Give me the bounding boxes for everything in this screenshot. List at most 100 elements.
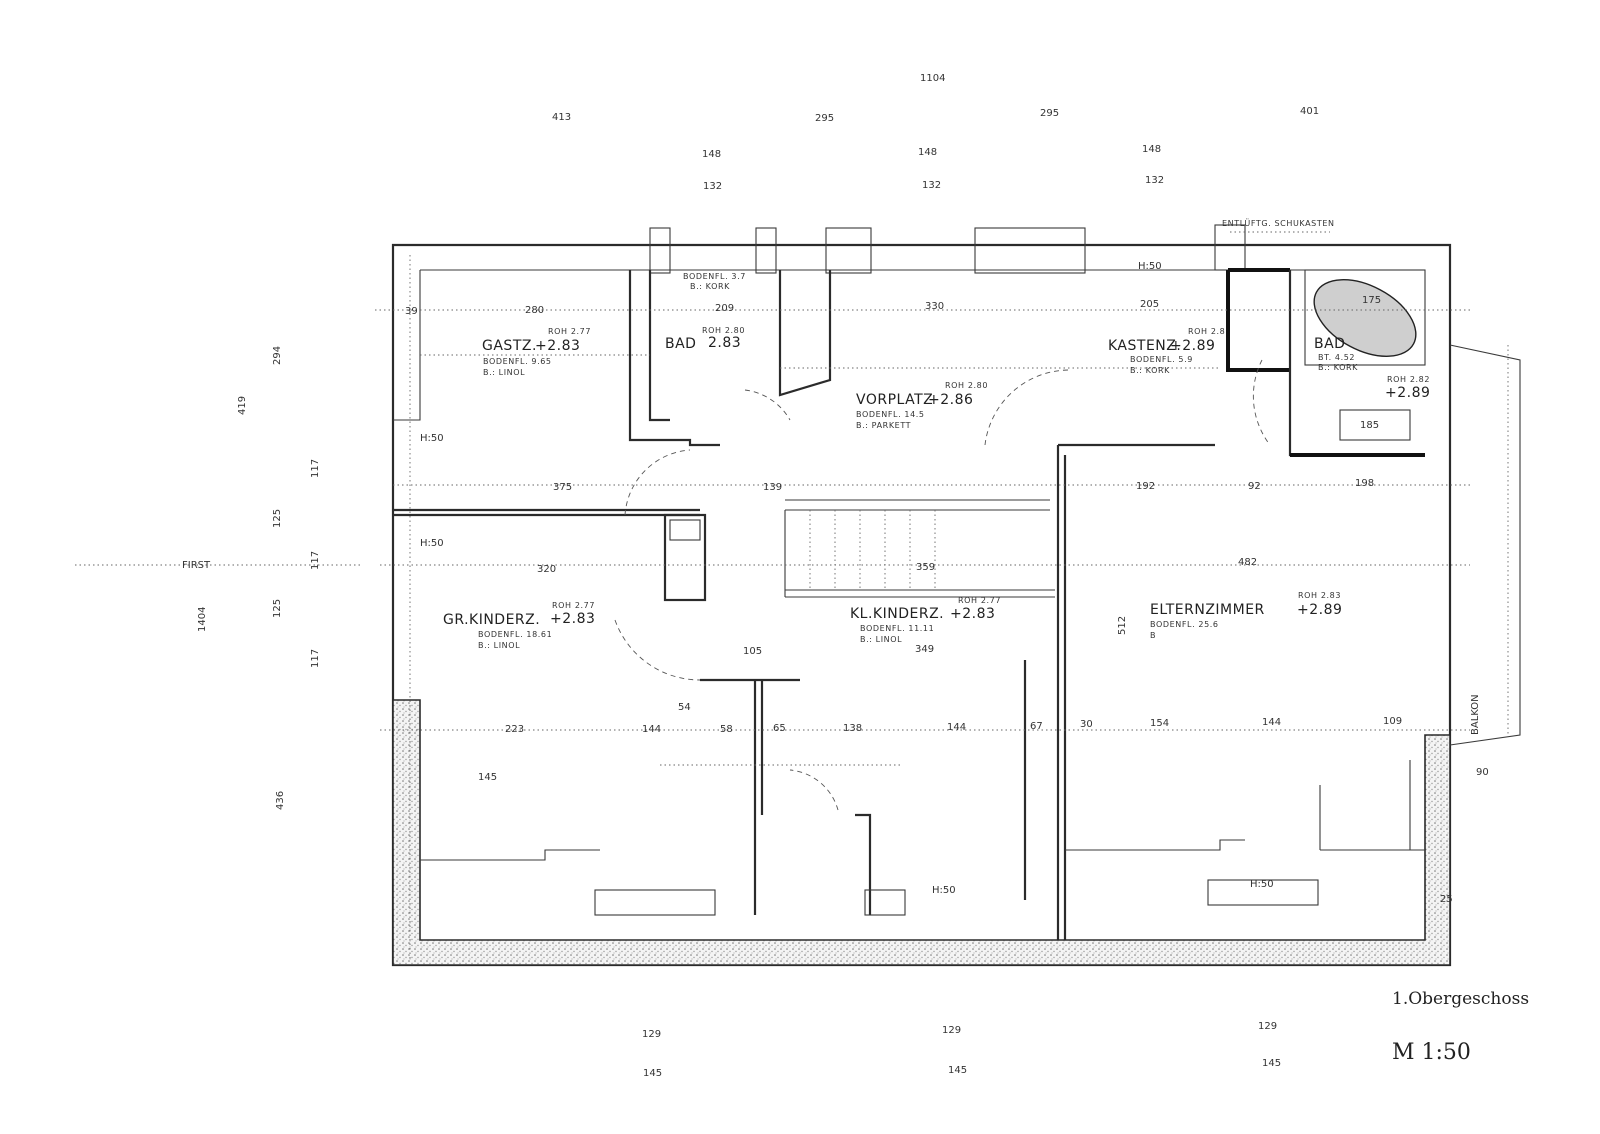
room-height: +2.89	[1297, 602, 1342, 618]
bottom-dim-129: 129	[642, 1029, 661, 1040]
room-roh: ROH 2.8	[1188, 327, 1225, 336]
left-total-label: 1404	[197, 607, 208, 632]
room-height: +2.83	[550, 611, 595, 627]
dim-label: 145	[478, 772, 497, 783]
room-gastz: GASTZ. +2.83 ROH 2.77 BODENFL. 9.65 B.: …	[482, 327, 591, 377]
left-dim-2: 294	[272, 346, 283, 365]
room-roh: ROH 2.80	[702, 326, 745, 335]
room-elternzimmer: ELTERNZIMMER +2.89 ROH 2.83 BODENFL. 25.…	[1150, 591, 1342, 640]
dim-label: H:50	[932, 885, 956, 896]
top-sub-dim-1: 148	[702, 149, 721, 160]
dim-label: 25	[1440, 894, 1453, 905]
room-roh: ROH 2.77	[552, 601, 595, 610]
interior-dimensions: 39 280 209 330 205 175 185 375 139 192 9…	[405, 261, 1489, 905]
left-dim-5: 117	[310, 551, 321, 570]
left-dim-3: 117	[310, 459, 321, 478]
bottom-dim-129: 129	[942, 1025, 961, 1036]
top-sub-dim-4: 132	[703, 181, 722, 192]
dim-label: 482	[1238, 557, 1257, 568]
room-roh: ROH 2.77	[548, 327, 591, 336]
room-floor-area: BODENFL. 14.5	[856, 410, 925, 419]
bottom-dim-145: 145	[948, 1065, 967, 1076]
dim-label: 223	[505, 724, 524, 735]
bottom-dim-145: 145	[643, 1068, 662, 1079]
dim-label: 92	[1248, 481, 1261, 492]
top-dim-1: 413	[552, 112, 571, 123]
room-name: KL.KINDERZ.	[850, 606, 944, 622]
dim-label: H:50	[1250, 879, 1274, 890]
dim-label: 330	[925, 301, 944, 312]
room-bad-2: BAD +2.89 ROH 2.82 BT. 4.52 B.: KORK	[1314, 336, 1430, 401]
bottom-dim-145: 145	[1262, 1058, 1281, 1069]
dim-label: 349	[915, 644, 934, 655]
room-flooring: B	[1150, 631, 1156, 640]
dim-label: 138	[843, 723, 862, 734]
dim-label: 105	[743, 646, 762, 657]
top-dim-4: 401	[1300, 106, 1319, 117]
dim-label: 205	[1140, 299, 1159, 310]
top-dimensions: 1104 413 295 295 401 148 148 148 132 132…	[552, 73, 1335, 228]
dim-label: 139	[763, 482, 782, 493]
room-name: GR.KINDERZ.	[443, 612, 540, 628]
room-floor-area: BT. 4.52	[1318, 353, 1355, 362]
room-roh: ROH 2.80	[945, 381, 988, 390]
dim-label: 280	[525, 305, 544, 316]
room-roh: ROH 2.82	[1387, 375, 1430, 384]
left-dim-4: 125	[272, 509, 283, 528]
room-floor-area: BODENFL. 25.6	[1150, 620, 1219, 629]
plan-footer: 1.Obergeschoss M 1:50	[1392, 989, 1529, 1065]
room-floor-area: BODENFL. 3.7	[683, 272, 746, 281]
room-roh: ROH 2.77	[958, 596, 1001, 605]
dim-label: 54	[678, 702, 691, 713]
left-dim-8: 436	[275, 791, 286, 810]
left-dimensions: 1404 419 294 117 125 117 125 117 436 FIR…	[182, 346, 321, 810]
dim-label: 198	[1355, 478, 1374, 489]
left-dim-6: 125	[272, 599, 283, 618]
dim-label: 90	[1476, 767, 1489, 778]
room-flooring: B.: KORK	[1130, 366, 1170, 375]
dim-label: 320	[537, 564, 556, 575]
first-label: FIRST	[182, 560, 211, 571]
room-floor-area: BODENFL. 11.11	[860, 624, 934, 633]
dim-label: H:50	[1138, 261, 1162, 272]
dim-label: 30	[1080, 719, 1093, 730]
dim-label: 154	[1150, 718, 1169, 729]
dim-label: 144	[1262, 717, 1281, 728]
room-height: +2.83	[950, 606, 995, 622]
interior-walls	[75, 231, 1521, 960]
outer-walls	[391, 224, 1452, 967]
dim-label: 144	[947, 722, 966, 733]
dim-label: 192	[1136, 481, 1155, 492]
left-dim-7: 117	[310, 649, 321, 668]
room-height: 2.83	[708, 335, 741, 351]
room-floor-area: BODENFL. 9.65	[483, 357, 552, 366]
room-name: BAD	[665, 336, 696, 352]
ventilation-label: ENTLÜFTG. SCHUKASTEN	[1222, 218, 1335, 228]
room-flooring: B.: LINOL	[860, 635, 902, 644]
dim-label: H:50	[420, 433, 444, 444]
room-height: +2.83	[535, 338, 580, 354]
dim-label: 512	[1117, 616, 1128, 635]
room-bad-1: BAD 2.83 ROH 2.80 BODENFL. 3.7 B.: KORK	[665, 272, 746, 352]
top-sub-dim-6: 132	[1145, 175, 1164, 186]
room-floor-area: BODENFL. 5.9	[1130, 355, 1193, 364]
balkon-label: BALKON	[1470, 694, 1481, 735]
room-name: KASTENZ.	[1108, 338, 1181, 354]
scale-label: M 1:50	[1392, 1040, 1471, 1065]
room-kl-kinderz: KL.KINDERZ. +2.83 ROH 2.77 BODENFL. 11.1…	[850, 596, 1001, 644]
room-flooring: B.: KORK	[1318, 363, 1358, 372]
room-height: +2.89	[1170, 338, 1215, 354]
dim-label: 209	[715, 303, 734, 314]
top-sub-dim-3: 148	[1142, 144, 1161, 155]
dim-label: 359	[916, 562, 935, 573]
room-floor-area: BODENFL. 18.61	[478, 630, 552, 639]
room-name: ELTERNZIMMER	[1150, 602, 1265, 618]
room-roh: ROH 2.83	[1298, 591, 1341, 600]
room-flooring: B.: KORK	[690, 282, 730, 291]
bottom-dim-129: 129	[1258, 1021, 1277, 1032]
bottom-dimensions: 129 129 129 145 145 145	[642, 1021, 1281, 1079]
room-flooring: B.: LINOL	[483, 368, 525, 377]
top-sub-dim-2: 148	[918, 147, 937, 158]
room-name: GASTZ.	[482, 338, 537, 354]
